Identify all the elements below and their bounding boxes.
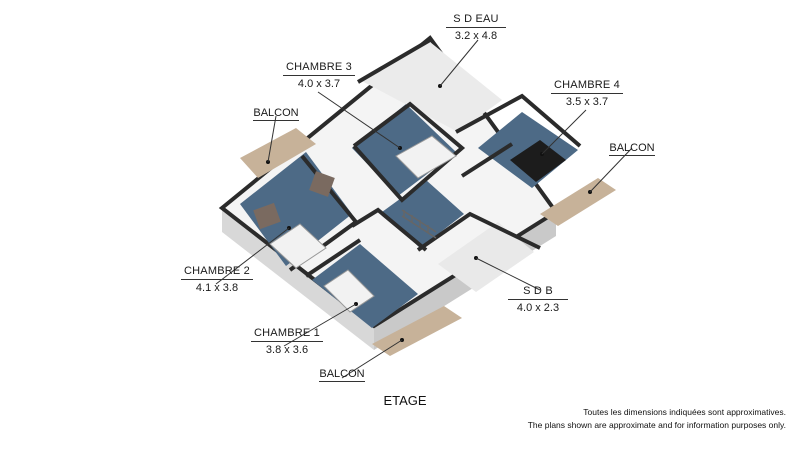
- room-dimensions: 3.2 x 4.8: [446, 27, 506, 43]
- balcon-right: [540, 178, 616, 226]
- room-dimensions: 4.0 x 2.3: [508, 299, 568, 315]
- room-name: CHAMBRE 3: [286, 61, 352, 73]
- room-label-chambre-1: CHAMBRE 1 3.8 x 3.6: [251, 326, 323, 357]
- balcon-name: BALCON: [253, 107, 299, 121]
- room-dimensions: 3.8 x 3.6: [251, 341, 323, 357]
- balcon-bottom: [372, 306, 462, 356]
- armchair: [253, 202, 281, 230]
- balcon-name: BALCON: [609, 142, 655, 156]
- s-d-eau-floor: [360, 42, 502, 132]
- room-dimensions: 4.1 x 3.8: [181, 279, 253, 295]
- room-name: S D B: [523, 285, 553, 297]
- room-dimensions: 4.0 x 3.7: [283, 75, 355, 91]
- room-dimensions: 3.5 x 3.7: [551, 93, 623, 109]
- balcon-label-left: BALCON: [250, 106, 302, 121]
- bed-chambre-3: [395, 135, 457, 179]
- room-label-chambre-3: CHAMBRE 3 4.0 x 3.7: [283, 60, 355, 91]
- stair-railing: [401, 209, 437, 239]
- room-name: CHAMBRE 4: [554, 79, 620, 91]
- balcon-label-right: BALCON: [606, 141, 658, 156]
- bed-chambre-2: [269, 223, 327, 269]
- floor-title: ETAGE: [383, 393, 427, 408]
- armchair: [309, 171, 335, 197]
- chambre-1-floor: [312, 244, 418, 328]
- disclaimer-fr: Toutes les dimensions indiquées sont app…: [583, 407, 786, 417]
- balcon-label-bottom: BALCON: [316, 367, 368, 382]
- balcon-left: [240, 128, 316, 178]
- room-name: CHAMBRE 1: [254, 327, 320, 339]
- slab-left-face: [222, 208, 374, 350]
- s-d-b-floor: [438, 222, 534, 292]
- room-label-s-d-eau: S D EAU 3.2 x 4.8: [446, 12, 506, 43]
- leader-lines: [215, 39, 633, 379]
- balcon-name: BALCON: [319, 368, 365, 382]
- room-name: S D EAU: [453, 13, 499, 25]
- bed-chambre-4: [510, 140, 566, 182]
- room-label-s-d-b: S D B 4.0 x 2.3: [508, 284, 568, 315]
- bed-chambre-1: [323, 269, 375, 313]
- disclaimer-en: The plans shown are approximate and for …: [527, 420, 786, 430]
- room-label-chambre-4: CHAMBRE 4 3.5 x 3.7: [551, 78, 623, 109]
- room-name: CHAMBRE 2: [184, 265, 250, 277]
- room-label-chambre-2: CHAMBRE 2 4.1 x 3.8: [181, 264, 253, 295]
